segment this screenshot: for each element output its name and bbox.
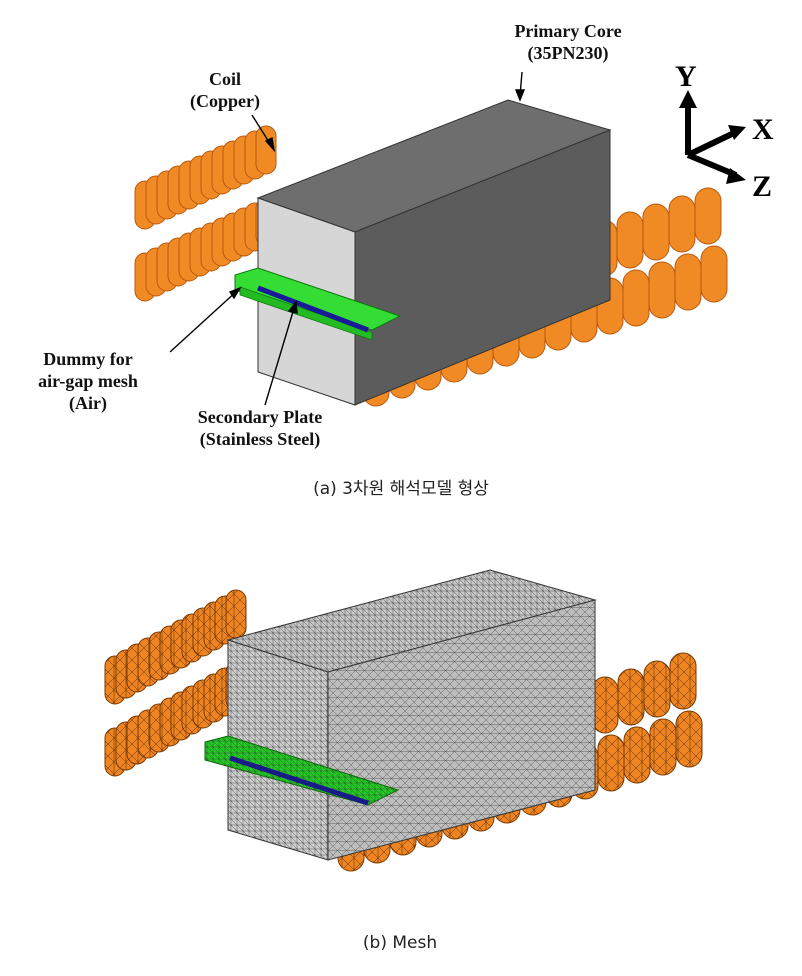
coil-segment	[597, 734, 625, 792]
primary-core	[256, 99, 612, 406]
dummy-label-line1: Dummy for	[43, 349, 133, 369]
caption-a: (a) 3차원 해석모델 형상	[313, 479, 489, 499]
coil-segment	[643, 660, 671, 718]
coil-segment	[700, 245, 728, 303]
coil-segment	[669, 652, 697, 710]
axis-z-label: Z	[752, 170, 773, 203]
coil-segment	[255, 125, 277, 175]
core-label-line1: Primary Core	[514, 21, 622, 41]
mesh-air-gap	[204, 735, 400, 806]
dummy-label-line2: air-gap mesh	[38, 371, 138, 391]
coil-segment	[649, 718, 677, 776]
dummy-label-line3: (Air)	[69, 393, 107, 413]
coil-segment	[616, 211, 644, 269]
coil-segment	[668, 195, 696, 253]
core-label-line2: (35PN230)	[527, 43, 609, 63]
panel-b-mesh	[104, 569, 703, 872]
panel-a-model	[134, 71, 746, 407]
coil-segment	[674, 253, 702, 311]
coil-segment	[623, 726, 651, 784]
coil-segment	[225, 589, 247, 639]
coil-segment	[675, 710, 703, 768]
coil-segment	[617, 668, 645, 726]
axis-y-label: Y	[675, 60, 697, 93]
dummy-label: Dummy for air-gap mesh (Air)	[18, 348, 158, 414]
plate-label: Secondary Plate (Stainless Steel)	[175, 406, 345, 450]
axis-x-label: X	[752, 113, 774, 146]
mesh-core	[226, 569, 597, 861]
coil-segment	[648, 261, 676, 319]
coil-segment	[642, 203, 670, 261]
coil-mesh-left-group	[104, 589, 247, 777]
caption-b: (b) Mesh	[362, 933, 438, 953]
plate-label-line2: (Stainless Steel)	[199, 429, 321, 449]
coil-segment	[694, 187, 722, 245]
leader-lines	[169, 71, 526, 406]
coil-label: Coil (Copper)	[185, 68, 265, 112]
secondary-plate	[257, 285, 369, 333]
axis-triad	[679, 90, 746, 184]
coil-segment	[622, 269, 650, 327]
plate-label-line1: Secondary Plate	[197, 407, 323, 427]
coil-label-line2: (Copper)	[190, 91, 260, 111]
core-label: Primary Core (35PN230)	[488, 20, 648, 64]
coil-label-line1: Coil	[208, 69, 241, 89]
mesh-secondary-plate	[229, 755, 369, 806]
coil-segment	[591, 676, 619, 734]
